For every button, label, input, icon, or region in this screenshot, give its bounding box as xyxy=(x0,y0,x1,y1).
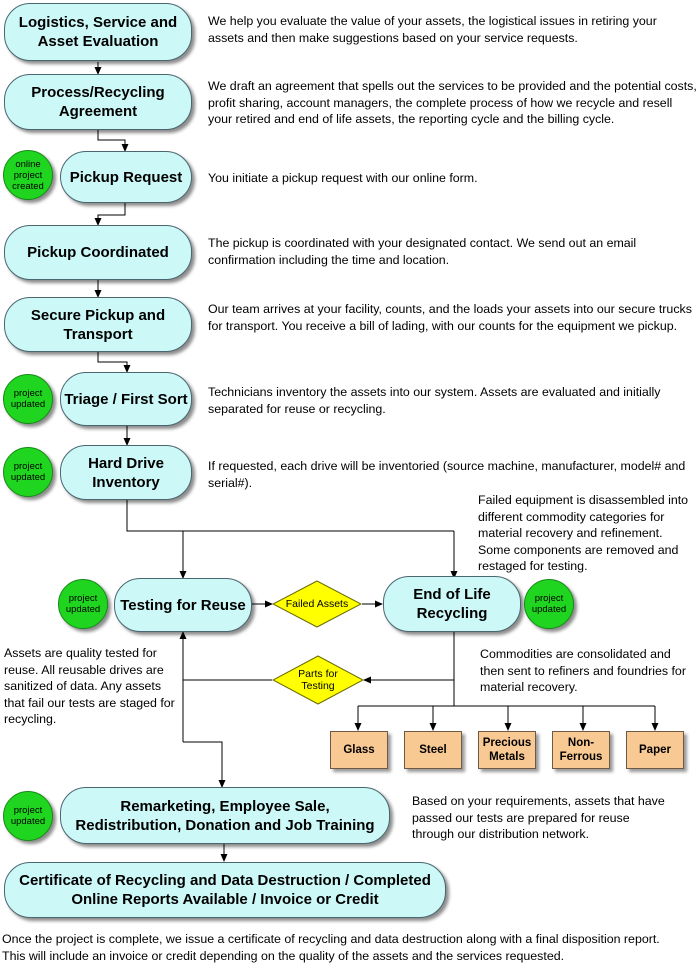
commodity-precious-metals-label: Precious Metals xyxy=(482,737,532,763)
step-eol-desc: Failed equipment is disassembled into di… xyxy=(478,493,689,573)
step-hard-drive-inventory[interactable]: Hard Drive Inventory xyxy=(60,445,192,500)
step-end-of-life-recycling[interactable]: End of Life Recycling xyxy=(383,576,521,632)
status-project-updated-label: project updated xyxy=(10,388,46,410)
decision-parts-for-testing: Parts for Testing xyxy=(272,655,364,705)
step-secure-pickup-desc: Our team arrives at your facility, count… xyxy=(208,302,692,333)
step-pickup-request[interactable]: Pickup Request xyxy=(60,151,192,203)
step-certificate-label: Certificate of Recycling and Data Destru… xyxy=(19,872,431,908)
step-testing-for-reuse[interactable]: Testing for Reuse xyxy=(114,578,252,632)
status-project-updated-testing: project updated xyxy=(58,579,108,629)
commodity-non-ferrous-label: Non-Ferrous xyxy=(559,737,603,763)
commodity-glass: Glass xyxy=(330,731,388,769)
step-secure-pickup-label: Secure Pickup and Transport xyxy=(30,306,166,343)
step-testing-desc: Assets are quality tested for reuse. All… xyxy=(4,646,175,726)
step-eol-desc-2: Commodities are consolidated and then se… xyxy=(480,647,686,694)
decision-failed-assets-shape xyxy=(272,580,362,628)
step-agreement-label: Process/Recycling Agreement xyxy=(31,84,165,120)
decision-parts-for-testing-label: Parts for Testing xyxy=(298,668,338,692)
decision-failed-assets-label: Failed Assets xyxy=(285,598,349,610)
step-triage-label: Triage / First Sort xyxy=(64,390,188,408)
step-secure-pickup[interactable]: Secure Pickup and Transport xyxy=(4,297,192,352)
step-triage-desc: Technicians inventory the assets into ou… xyxy=(208,385,661,416)
status-project-updated-hard-drive: project updated xyxy=(3,447,53,497)
step-certificate-desc: Once the project is complete, we issue a… xyxy=(2,932,660,963)
step-logistics[interactable]: Logistics, Service and Asset Evaluation xyxy=(4,3,192,61)
step-pickup-request-label: Pickup Request xyxy=(69,168,183,186)
step-remarketing-desc: Based on your requirements, assets that … xyxy=(412,794,665,841)
step-logistics-label: Logistics, Service and Asset Evaluation xyxy=(18,14,178,50)
commodity-paper: Paper xyxy=(626,731,684,769)
status-project-updated-label: project updated xyxy=(10,461,46,483)
status-project-updated-triage: project updated xyxy=(3,374,53,424)
step-testing-label: Testing for Reuse xyxy=(120,596,246,614)
step-agreement[interactable]: Process/Recycling Agreement xyxy=(4,74,192,130)
commodity-steel-label: Steel xyxy=(419,744,447,756)
step-hard-drive-desc: If requested, each drive will be invento… xyxy=(208,459,686,490)
status-project-updated-label: project updated xyxy=(65,593,101,615)
commodity-precious-metals: Precious Metals xyxy=(478,731,536,769)
step-agreement-desc: We draft an agreement that spells out th… xyxy=(208,79,697,126)
commodity-non-ferrous: Non-Ferrous xyxy=(552,731,610,769)
commodity-steel: Steel xyxy=(404,731,462,769)
status-project-updated-eol: project updated xyxy=(524,579,574,629)
commodity-paper-label: Paper xyxy=(639,744,671,756)
step-certificate[interactable]: Certificate of Recycling and Data Destru… xyxy=(4,862,446,918)
status-project-updated-label: project updated xyxy=(531,593,567,615)
step-remarketing-label: Remarketing, Employee Sale, Redistributi… xyxy=(75,797,375,834)
step-eol-label: End of Life Recycling xyxy=(413,586,491,622)
commodity-glass-label: Glass xyxy=(343,744,375,756)
step-pickup-request-desc: You initiate a pickup request with our o… xyxy=(208,171,478,185)
decision-parts-for-testing-shape xyxy=(272,655,364,705)
status-project-updated-remarketing: project updated xyxy=(3,791,53,841)
step-triage[interactable]: Triage / First Sort xyxy=(60,372,192,426)
step-hard-drive-inventory-label: Hard Drive Inventory xyxy=(88,454,164,491)
step-pickup-coordinated-label: Pickup Coordinated xyxy=(27,244,169,261)
status-project-updated-label: project updated xyxy=(10,805,46,827)
step-pickup-coordinated-desc: The pickup is coordinated with your desi… xyxy=(208,236,637,267)
step-remarketing[interactable]: Remarketing, Employee Sale, Redistributi… xyxy=(60,787,390,844)
status-online-project-created: online project created xyxy=(3,150,53,200)
step-logistics-desc: We help you evaluate the value of your a… xyxy=(208,14,657,45)
step-pickup-coordinated[interactable]: Pickup Coordinated xyxy=(4,225,192,280)
decision-failed-assets: Failed Assets xyxy=(272,580,362,628)
status-online-project-created-label: online project created xyxy=(12,158,44,192)
